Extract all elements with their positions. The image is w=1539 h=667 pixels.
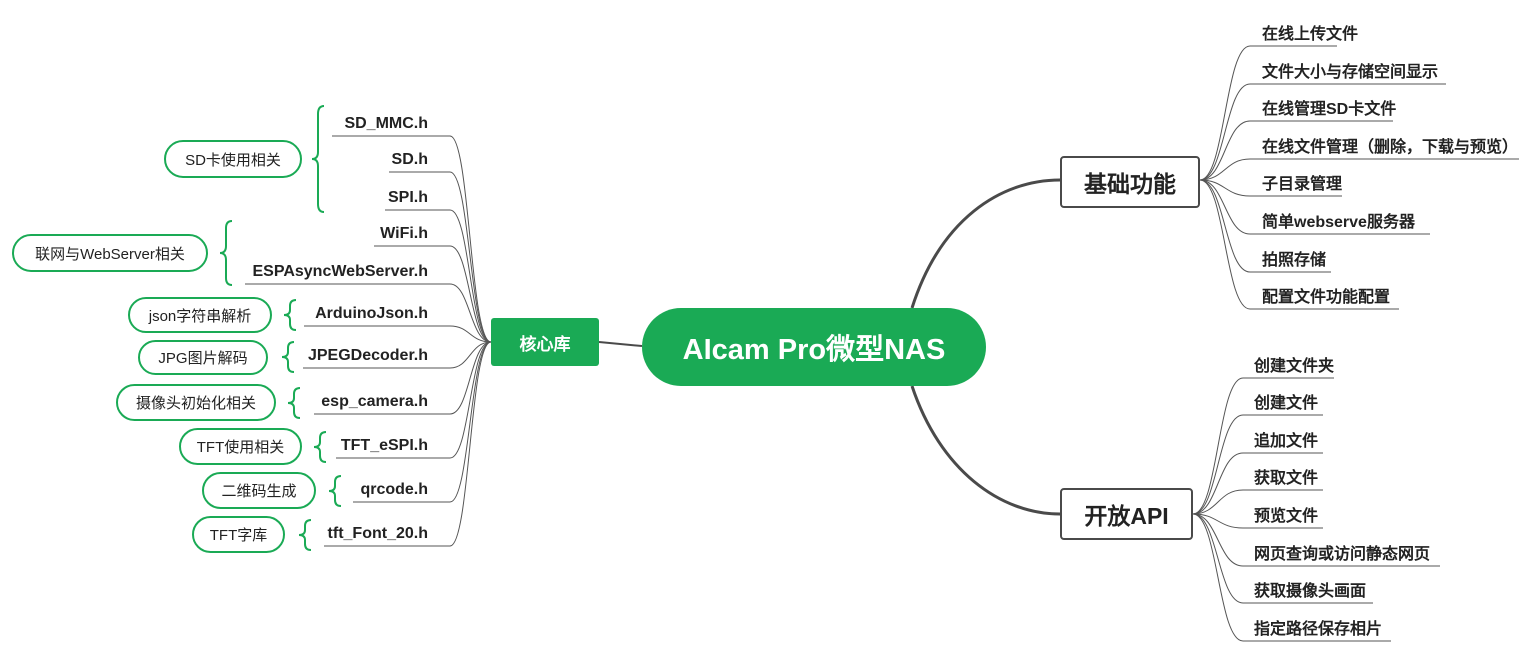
api-item[interactable]: 创建文件夹 xyxy=(1254,358,1335,375)
core-libs-node[interactable]: 核心库 xyxy=(491,318,599,366)
basic-fan xyxy=(1199,45,1519,310)
api-item[interactable]: 创建文件 xyxy=(1254,395,1319,412)
lib-item[interactable]: SPI.h xyxy=(387,189,428,206)
root-node[interactable]: AIcam Pro微型NAS xyxy=(642,308,986,386)
lib-item[interactable]: ArduinoJson.h xyxy=(315,305,428,322)
group-label[interactable]: TFT使用相关 xyxy=(179,428,302,465)
lib-item[interactable]: tft_Font_20.h xyxy=(327,525,428,542)
group-label[interactable]: json字符串解析 xyxy=(128,297,272,333)
lib-item[interactable]: qrcode.h xyxy=(360,481,428,498)
lib-item[interactable]: ESPAsyncWebServer.h xyxy=(252,263,429,280)
basic-item[interactable]: 配置文件功能配置 xyxy=(1262,289,1391,306)
group-label[interactable]: JPG图片解码 xyxy=(138,340,268,375)
branch-basic xyxy=(910,178,1061,309)
group-label[interactable]: 摄像头初始化相关 xyxy=(116,384,276,421)
group-label[interactable]: TFT字库 xyxy=(192,516,285,553)
lib-fan xyxy=(245,135,492,547)
api-fan xyxy=(1192,377,1440,642)
basic-item[interactable]: 在线文件管理（删除，下载与预览） xyxy=(1262,139,1519,156)
api-item[interactable]: 获取文件 xyxy=(1254,470,1319,487)
group-label[interactable]: SD卡使用相关 xyxy=(164,140,302,178)
basic-item[interactable]: 子目录管理 xyxy=(1262,176,1343,193)
lib-item[interactable]: WiFi.h xyxy=(380,225,428,242)
basic-item[interactable]: 在线上传文件 xyxy=(1262,26,1359,43)
api-item[interactable]: 预览文件 xyxy=(1254,508,1319,525)
branch-core xyxy=(598,341,643,347)
branch-api xyxy=(910,385,1061,516)
basic-functions-node[interactable]: 基础功能 xyxy=(1060,156,1200,208)
lib-item[interactable]: SD_MMC.h xyxy=(344,115,428,132)
lib-item[interactable]: TFT_eSPI.h xyxy=(340,437,428,454)
basic-item[interactable]: 在线管理SD卡文件 xyxy=(1262,101,1397,118)
api-item[interactable]: 获取摄像头画面 xyxy=(1254,583,1367,600)
basic-item[interactable]: 简单webserve服务器 xyxy=(1262,214,1415,231)
lib-item[interactable]: SD.h xyxy=(391,151,428,168)
group-label[interactable]: 二维码生成 xyxy=(202,472,316,509)
open-api-node[interactable]: 开放API xyxy=(1060,488,1193,540)
lib-item[interactable]: JPEGDecoder.h xyxy=(307,347,428,364)
group-label[interactable]: 联网与WebServer相关 xyxy=(12,234,208,272)
lib-item[interactable]: esp_camera.h xyxy=(321,393,428,410)
api-item[interactable]: 指定路径保存相片 xyxy=(1254,621,1383,638)
api-item[interactable]: 网页查询或访问静态网页 xyxy=(1254,546,1431,563)
basic-item[interactable]: 文件大小与存储空间显示 xyxy=(1262,64,1439,81)
group-braces xyxy=(219,105,342,551)
basic-item[interactable]: 拍照存储 xyxy=(1262,252,1327,269)
api-item[interactable]: 追加文件 xyxy=(1254,433,1319,450)
